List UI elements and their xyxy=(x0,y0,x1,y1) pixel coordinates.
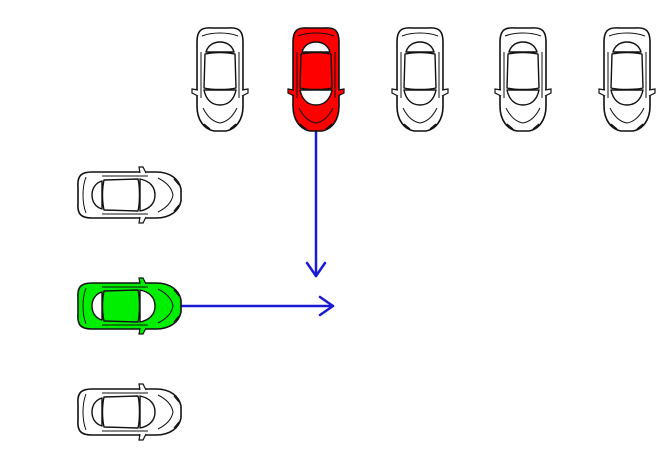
arrow-green-path xyxy=(180,295,335,317)
car-left-3 xyxy=(77,383,182,441)
car-top-1 xyxy=(191,27,249,132)
car-icon xyxy=(191,27,249,132)
car-left-1 xyxy=(77,166,182,224)
car-top-3 xyxy=(391,27,449,132)
car-icon xyxy=(598,27,656,132)
car-top-4 xyxy=(494,27,552,132)
arrowhead-icon xyxy=(318,295,335,317)
car-icon xyxy=(77,166,182,224)
car-icon xyxy=(77,277,182,335)
car-icon xyxy=(391,27,449,132)
car-icon xyxy=(494,27,552,132)
car-layer xyxy=(77,27,656,441)
arrowhead-icon xyxy=(305,261,327,278)
car-top-2 xyxy=(287,27,345,132)
car-icon xyxy=(77,383,182,441)
car-icon xyxy=(287,27,345,132)
car-top-5 xyxy=(598,27,656,132)
arrow-red-path xyxy=(305,128,327,278)
car-left-2 xyxy=(77,277,182,335)
arrow-layer xyxy=(180,128,335,317)
